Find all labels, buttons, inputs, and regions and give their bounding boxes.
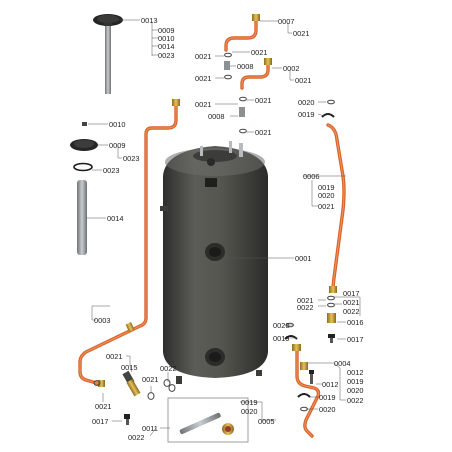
label-0021: 0021: [195, 100, 211, 109]
heating-element-kit: [167, 397, 249, 443]
label-0019: 0019: [319, 393, 335, 402]
label-0021: 0021: [95, 402, 111, 411]
label-0019: 0019: [318, 183, 334, 192]
label-0021: 0021: [293, 29, 309, 38]
label-0020: 0020: [318, 191, 334, 200]
label-0002: 0002: [283, 64, 299, 73]
label-0022: 0022: [297, 303, 313, 312]
label-0023: 0023: [103, 166, 119, 175]
label-0008: 0008: [237, 62, 253, 71]
fittings: [93, 52, 336, 425]
anode-assembly-top: [93, 14, 123, 94]
label-0021: 0021: [142, 375, 158, 384]
label-0012: 0012: [347, 368, 363, 377]
label-0001: 0001: [295, 254, 311, 263]
label-0006: 0006: [303, 172, 319, 181]
label-0023: 0023: [123, 154, 139, 163]
label-0021: 0021: [318, 202, 334, 211]
label-0004: 0004: [334, 359, 350, 368]
label-0009: 0009: [109, 141, 125, 150]
label-0020: 0020: [298, 98, 314, 107]
storage-tank: [160, 141, 268, 384]
label-0003: 0003: [94, 316, 110, 325]
label-0014: 0014: [158, 42, 174, 51]
label-0017: 0017: [347, 335, 363, 344]
label-0012: 0012: [322, 380, 338, 389]
label-0014: 0014: [107, 214, 123, 223]
label-0021: 0021: [195, 52, 211, 61]
pipe-0002: [240, 58, 272, 90]
label-0016: 0016: [347, 318, 363, 327]
label-0008: 0008: [208, 112, 224, 121]
label-0015: 0015: [121, 363, 137, 372]
label-0022: 0022: [128, 433, 144, 442]
label-0010: 0010: [158, 34, 174, 43]
label-0020: 0020: [273, 321, 289, 330]
label-0019: 0019: [298, 110, 314, 119]
label-0021: 0021: [255, 96, 271, 105]
label-0021: 0021: [297, 296, 313, 305]
label-0019: 0019: [273, 334, 289, 343]
label-0021: 0021: [255, 128, 271, 137]
label-0009: 0009: [158, 26, 174, 35]
label-0020: 0020: [241, 407, 257, 416]
leader-lines: [87, 19, 361, 437]
label-0007: 0007: [278, 17, 294, 26]
label-0019: 0019: [241, 398, 257, 407]
label-0021: 0021: [295, 76, 311, 85]
label-0021: 0021: [195, 74, 211, 83]
label-0021: 0021: [251, 48, 267, 57]
part-labels: 0013 0009 0010 0014 0023 0007 0021 0021 …: [92, 16, 363, 442]
label-0020: 0020: [319, 405, 335, 414]
label-0013: 0013: [141, 16, 157, 25]
label-0017: 0017: [92, 417, 108, 426]
pipe-0003: [78, 99, 180, 387]
label-0021: 0021: [106, 352, 122, 361]
label-0023: 0023: [158, 51, 174, 60]
label-0017: 0017: [343, 289, 359, 298]
label-0022: 0022: [347, 396, 363, 405]
pipe-0006: [326, 123, 346, 293]
label-0021: 0021: [343, 298, 359, 307]
pipe-0007: [224, 14, 260, 52]
anode-assembly-middle: [70, 122, 98, 255]
label-0019: 0019: [347, 377, 363, 386]
label-0005: 0005: [258, 417, 274, 426]
pipe-0005: [292, 344, 321, 438]
label-0022: 0022: [343, 307, 359, 316]
label-0022: 0022: [160, 364, 176, 373]
label-0010: 0010: [109, 120, 125, 129]
label-0020: 0020: [347, 386, 363, 395]
label-0011: 0011: [142, 424, 158, 433]
